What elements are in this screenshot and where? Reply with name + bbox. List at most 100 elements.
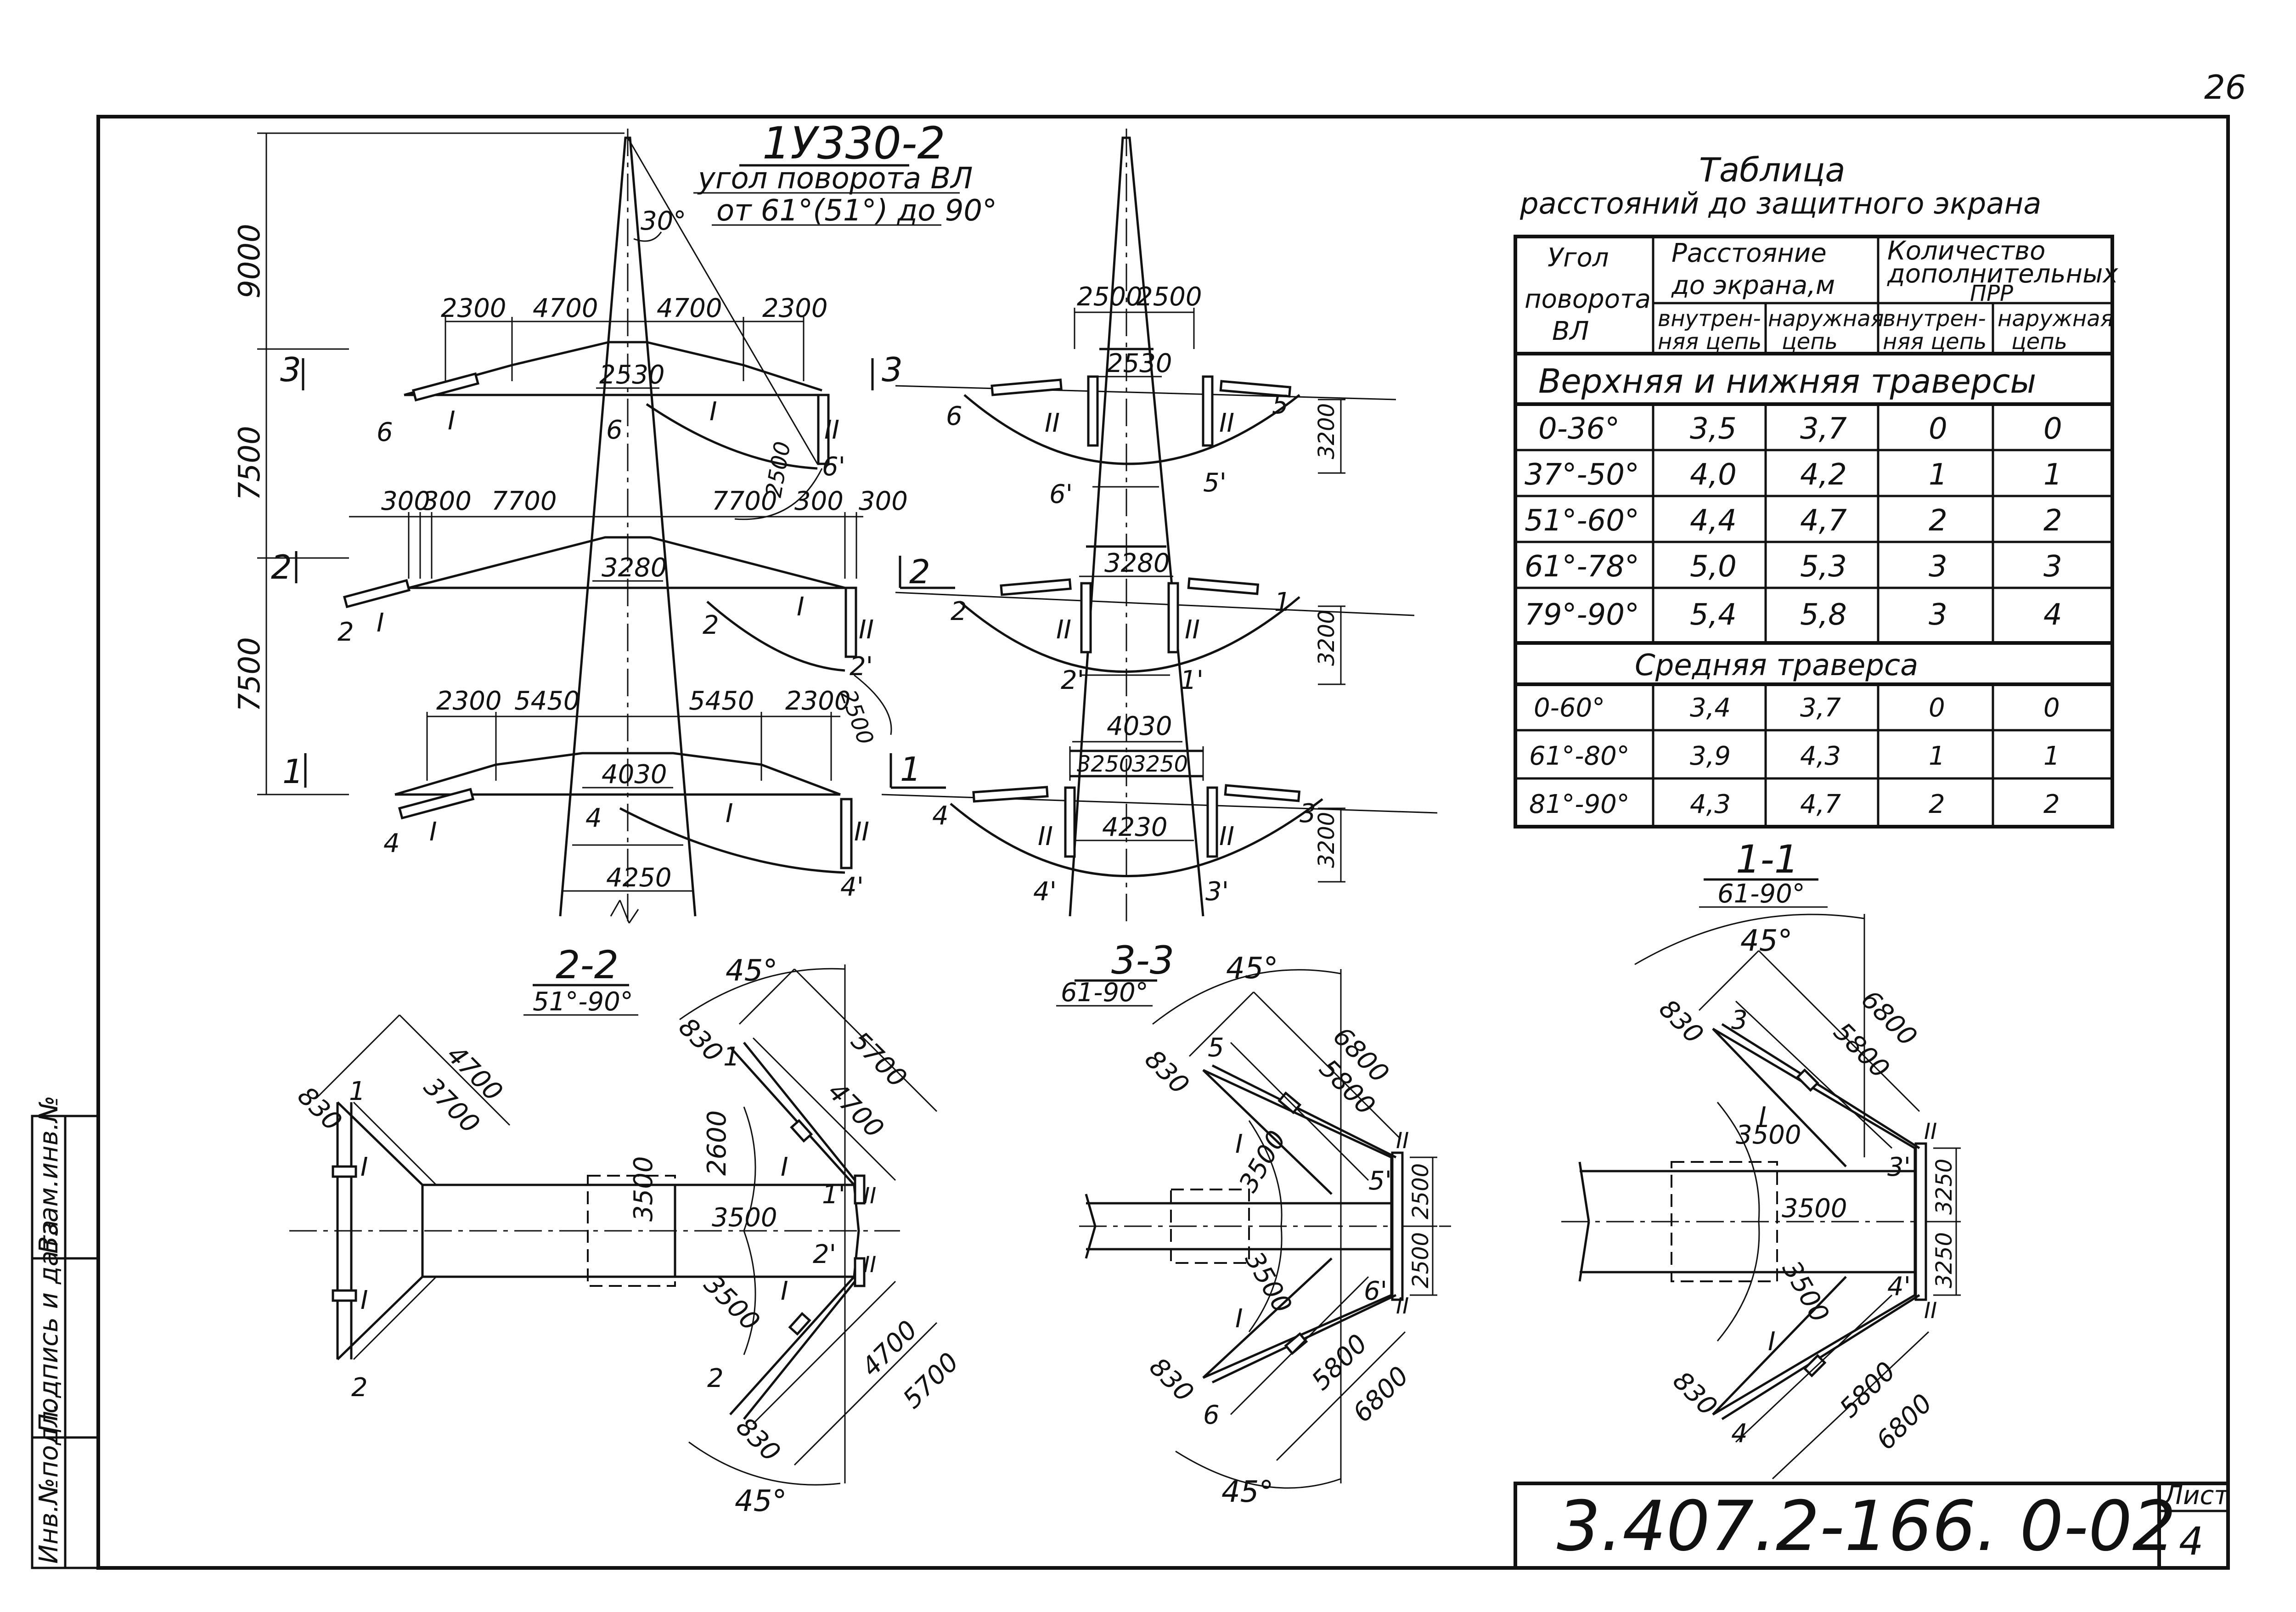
middle-dim-2: 300 [422,486,472,516]
plan11-dashed-box [1671,1161,1778,1282]
plan22-dim-830-bottom: 830 [730,1412,786,1468]
hdr-count-inner-2: няя цепь [1883,329,1986,355]
side-insulator-middle-left [1000,578,1072,596]
plan22-insulator [854,1174,866,1205]
plan22-insulator [332,1289,357,1302]
document-code: 3.407.2-166. 0-02 [1557,1487,2176,1567]
side-tower-body [1069,136,1204,917]
plan22-dim-830-left: 830 [292,1081,348,1137]
title-block-box [1514,1482,2230,1570]
table-cell: 3,4 [1690,693,1731,723]
plan33-phase-5: 5 [1208,1033,1224,1063]
upper-dim-1: 2300 [441,293,506,323]
table-cell: 1 [1929,458,1947,492]
plan33-ins-mark-2: I [1235,1304,1243,1334]
side-insulator-lower-r2 [1206,786,1218,858]
insulator-mark-upper-inner: I [709,397,717,427]
plan11-insulator [1795,1068,1819,1092]
plan11-phase-4p: 4' [1887,1272,1911,1302]
plan22-dim-2600: 2600 [702,1110,732,1176]
table-border [1514,235,2114,829]
plan11-dim-830-top: 830 [1653,994,1709,1050]
tower-dim-top: 9000 [233,224,267,299]
plan22-dim-5700-top: 5700 [845,1026,912,1093]
plan22-dim-4700-top: 4700 [822,1077,889,1144]
plan33-phase-6p: 6' [1364,1276,1387,1306]
lower-dim-1: 2300 [436,686,502,716]
plan11-dim-3500-b: 3500 [1782,1194,1847,1223]
middle-dim-3: 7700 [491,486,557,516]
table-cell: 3,5 [1690,412,1737,446]
plan33-dim-2500-b: 2500 [1408,1232,1434,1288]
plan22-phase-1p: 1' [822,1180,845,1210]
table-cell: 37°-50° [1525,458,1639,492]
plan33-ins-mark-1: I [1235,1129,1243,1159]
plan11-dim-3250-a: 3250 [1931,1159,1957,1215]
table-cell: 3 [1929,550,1947,584]
plan22-insulator [332,1165,357,1178]
table-cell: 3,9 [1690,741,1731,771]
insulator-mark-lower-right: II [854,817,869,847]
side-insulator-upper-r2 [1202,375,1214,447]
table-cell: 2 [1929,504,1947,538]
table-cell: 4,0 [1690,458,1737,492]
side-phase-1p: 1' [1180,665,1204,695]
plan-section-1-1: 1-1 61-90° 45° 830 6800 5800 3500 3500 [1561,837,1961,1480]
table-cell: 4,7 [1800,504,1847,538]
lower-width: 4030 [602,760,667,789]
plan22-insulator [854,1257,866,1287]
table-cell: 51°-60° [1525,504,1639,538]
plan22-ins-mark-2: I [360,1285,368,1315]
table-cell: 0 [1929,412,1947,446]
tower-dim-low: 7500 [233,637,267,712]
side-width-lower-r: 3250 [1132,751,1188,777]
phase-upper-left: 6 [377,417,393,447]
table-title: Таблица [1699,151,1845,189]
side-ins-mark-2: II [1219,408,1234,438]
table-cell: 5,4 [1690,598,1737,632]
table-cell: 5,0 [1690,550,1737,584]
table-cell: 2 [2043,504,2062,538]
middle-traverse [408,536,845,589]
side-phase-6p: 6' [1049,479,1073,509]
hdr-dist-inner-1: внутрен- [1658,306,1761,332]
side-ins-mark-6: II [1219,822,1234,851]
plan33-dim-3500-b: 3500 [1239,1247,1298,1319]
table-cell: 0-60° [1534,693,1605,723]
plan33-dim-830-top: 830 [1139,1044,1195,1100]
table-cell: 5,3 [1800,550,1847,584]
side-phase-2: 2 [951,597,967,626]
hdr-count-inner-1: внутрен- [1883,306,1986,332]
hdr-count-1: Количество [1887,236,2045,266]
table-rows-group1: 0-36° 3,5 3,7 0 0 37°-50° 4,0 4,2 1 1 51… [1525,412,2062,632]
plan22-phase-2-bottom: 2 [707,1364,724,1393]
plan33-title: 3-3 [1111,938,1174,983]
table-cell: 79°-90° [1525,598,1639,632]
phase-lower-right: 4' [840,872,864,902]
drawing-frame: 26 [96,68,2246,1570]
side-phase-1: 1 [1274,587,1291,617]
plan22-dim-3500-a: 3500 [629,1156,658,1222]
hdr-dist-inner-2: няя цепь [1658,329,1761,355]
insulator-upper-left [411,372,479,402]
hdr-count-outer-2: цепь [2011,329,2067,355]
side-insulator-middle-l2 [1080,582,1092,654]
plan22-title: 2-2 [556,942,619,987]
tower-title: 1У330-2 [762,118,945,169]
side-stamp: Инв.№подл. Подпись и дата Взам.инв.№ [31,1095,100,1569]
hdr-angle-1: Угол [1548,243,1609,273]
table-subtitle: расстояний до защитного экрана [1519,187,2042,221]
plan33-dim-5800-bottom: 5800 [1306,1329,1373,1396]
side-phase-3p: 3' [1205,877,1229,907]
plan11-dim-3500-c: 3500 [1776,1256,1835,1328]
phase-middle-inner: 2 [703,610,719,640]
plan33-angle-top: 45° [1226,952,1278,986]
side-insulator-upper-right [1219,380,1292,398]
plan22-angle-bottom: 45° [735,1484,787,1518]
side-insulator-lower-right [1224,784,1301,802]
tower-subtitle-2: от 61°(51°) до 90° [716,194,997,228]
phase-middle-right: 2' [850,652,873,682]
side-section-mark-2: 2 [909,552,930,591]
upper-dim-3: 4700 [657,293,722,323]
